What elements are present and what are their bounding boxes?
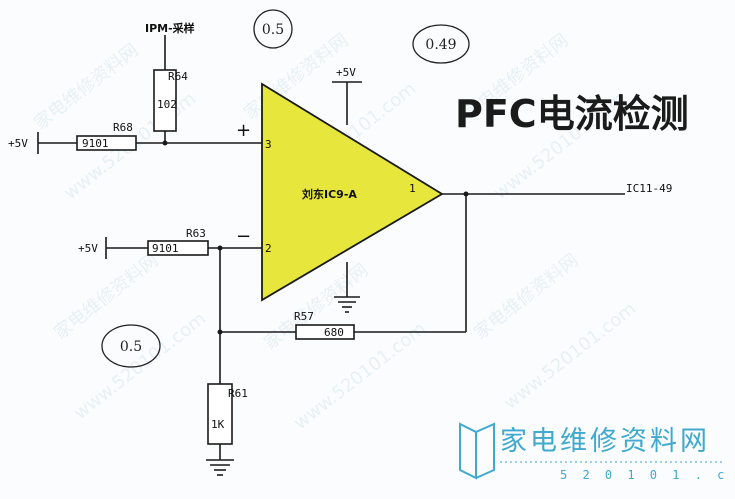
resistor-value: 680 — [324, 326, 344, 339]
junction-dot — [463, 191, 469, 197]
opamp-triangle — [261, 82, 444, 302]
resistor-value: 102 — [157, 98, 177, 111]
ipm-sample-label: IPM-采样 — [145, 21, 195, 35]
ground-opamp — [334, 296, 360, 313]
vcc-label-r68: +5V — [8, 137, 28, 150]
junction-dot — [217, 245, 223, 251]
resistor-value: 1K — [211, 418, 225, 431]
voltage-bubble-1: 0.5 — [253, 9, 293, 49]
wires — [37, 35, 625, 460]
vcc-label-r63: +5V — [78, 242, 98, 255]
voltage-bubble-2: 0.49 — [412, 24, 470, 64]
resistor-r61: R61 1K — [207, 383, 248, 445]
vcc-label-opamp: +5V — [336, 66, 356, 79]
opamp-pin-plus: 3 — [265, 138, 272, 151]
resistor-r63: R63 9101 — [147, 227, 209, 256]
resistor-name: R64 — [168, 70, 188, 83]
resistor-value: 9101 — [82, 137, 109, 150]
diagram-title: PFC电流检测 — [455, 92, 689, 136]
resistor-name: R61 — [228, 387, 248, 400]
voltage-value: 0.5 — [262, 22, 284, 38]
resistor-name: R68 — [113, 121, 133, 134]
resistor-name: R57 — [294, 310, 314, 323]
opamp-pin-output: 1 — [409, 182, 416, 195]
voltage-value: 0.49 — [425, 37, 456, 53]
output-label: IC11-49 — [626, 182, 672, 195]
ground-r61 — [206, 459, 234, 476]
watermark-text: 家电维修资料网 — [50, 250, 162, 344]
watermark-text: 家电维修资料网 — [30, 40, 142, 134]
logo-site-name: 家电维修资料网 — [500, 426, 710, 457]
resistor-r68: R68 9101 — [76, 121, 137, 151]
watermark-text: 家电维修资料网 — [470, 250, 582, 344]
junction-dot — [217, 329, 223, 335]
opamp-pin-minus: 2 — [265, 242, 272, 255]
logo-url: 5 2 0 1 0 1 . c o m — [560, 468, 735, 482]
site-logo: 家电维修资料网 5 2 0 1 0 1 . c o m — [459, 422, 735, 482]
resistor-r64: R64 102 — [153, 69, 188, 132]
voltage-value: 0.5 — [120, 339, 142, 355]
opamp-minus-sign: − — [236, 226, 251, 247]
junction-dot — [162, 140, 168, 146]
voltage-bubble-3: 0.5 — [101, 324, 161, 368]
resistor-name: R63 — [186, 227, 206, 240]
opamp-plus-sign: + — [236, 120, 251, 141]
book-icon — [459, 422, 495, 480]
resistor-value: 9101 — [152, 242, 179, 255]
opamp-label: 刘东IC9-A — [302, 187, 357, 201]
watermark-text: www.520101.com — [500, 298, 640, 414]
resistor-r57: R57 680 — [294, 310, 355, 340]
